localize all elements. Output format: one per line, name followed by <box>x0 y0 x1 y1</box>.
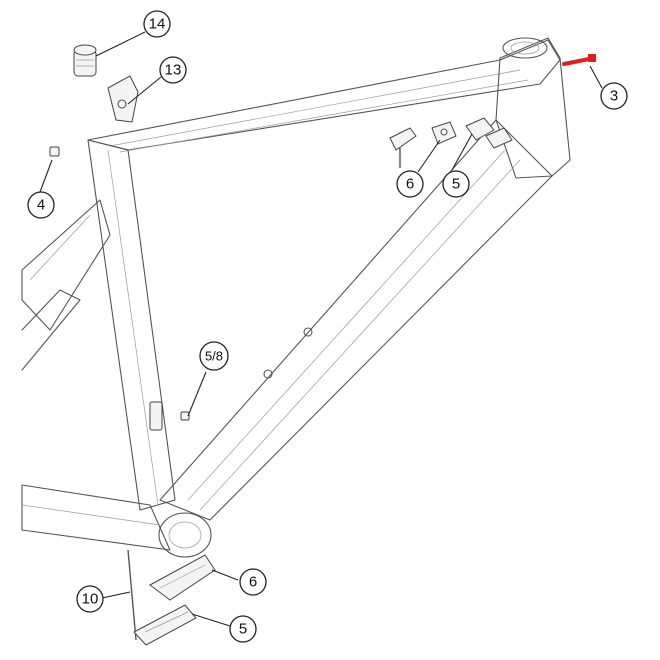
svg-text:10: 10 <box>82 591 99 608</box>
svg-text:14: 14 <box>149 16 166 33</box>
callout-6-bottom: 6 <box>239 568 267 596</box>
seat-tube <box>87 139 176 511</box>
leader-lines <box>39 31 603 627</box>
svg-text:5: 5 <box>239 621 247 638</box>
seat-stay <box>21 199 111 331</box>
part-4-small-cap <box>49 146 60 157</box>
part-10-rod <box>127 549 137 641</box>
bicycle-frame <box>21 37 571 558</box>
svg-text:6: 6 <box>406 176 414 193</box>
part-3-bolt <box>562 54 596 66</box>
callout-3: 3 <box>600 82 628 110</box>
part-14-seatpost-clamp <box>73 44 97 77</box>
svg-text:13: 13 <box>165 62 182 79</box>
part-13-wedge <box>107 75 139 123</box>
chain-stay <box>21 484 171 551</box>
svg-text:5/8: 5/8 <box>205 349 223 364</box>
callout-14: 14 <box>143 10 171 38</box>
callout-5-top: 5 <box>442 170 470 198</box>
svg-text:6: 6 <box>249 574 257 591</box>
part-5-8-small-insert <box>180 411 190 421</box>
part-5-cable-stop-top <box>465 117 513 149</box>
callout-5-bottom: 5 <box>229 615 257 643</box>
down-tube <box>159 119 553 521</box>
callout-4: 4 <box>27 191 55 219</box>
svg-text:4: 4 <box>37 197 45 214</box>
part-6-cable-guide-top <box>389 121 457 151</box>
part-5-cable-guide-bottom <box>133 604 197 646</box>
bottom-bracket <box>158 512 212 558</box>
part-6-cable-guide-bottom <box>149 554 216 601</box>
callout-5-8: 5/8 <box>199 341 229 371</box>
callout-13: 13 <box>159 56 187 84</box>
callout-6-top: 6 <box>396 170 424 198</box>
svg-text:5: 5 <box>452 176 460 193</box>
callout-10: 10 <box>76 585 104 613</box>
top-tube <box>87 39 561 151</box>
svg-text:3: 3 <box>610 88 618 105</box>
cable-port <box>149 401 163 431</box>
